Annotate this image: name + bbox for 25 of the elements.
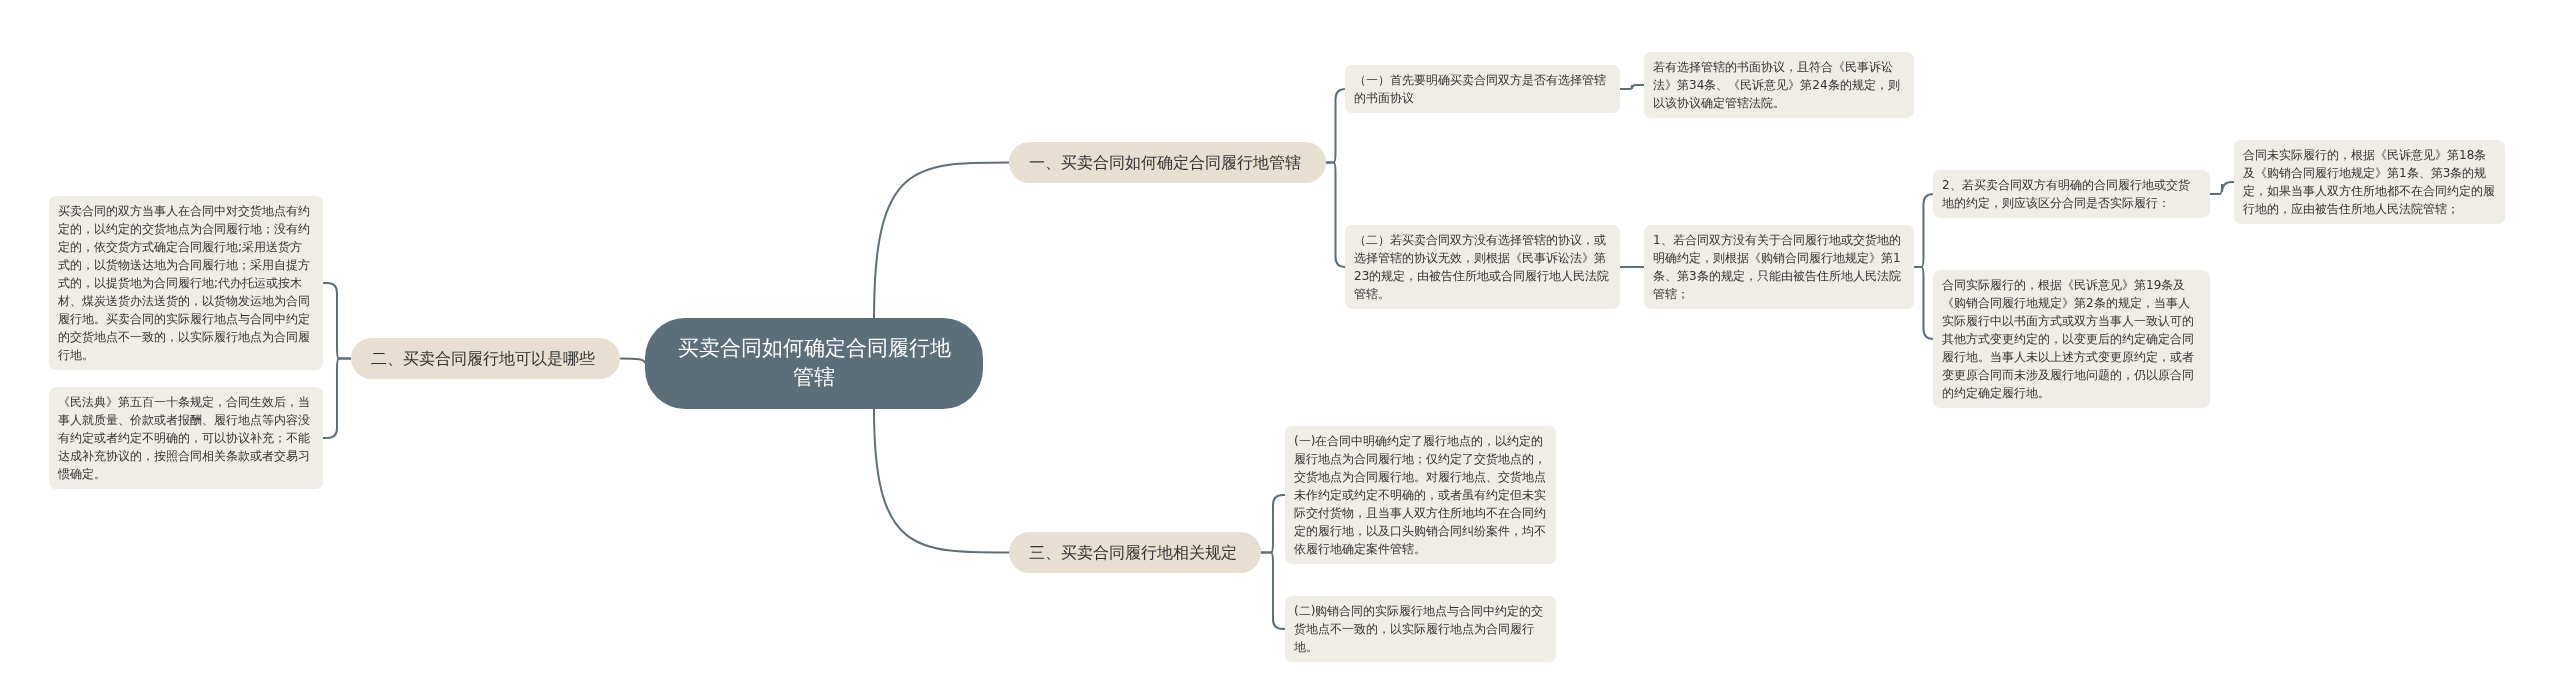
topic-box: 若有选择管辖的书面协议，且符合《民事诉讼法》第34条、《民诉意见》第24条的规定，则以该协议确定管辖法院。	[1644, 52, 1914, 118]
topic-box: 《民法典》第五百一十条规定，合同生效后，当事人就质量、价款或者报酬、履行地点等内容没有约定或者约定不明确的，可以协议补充；不能达成补充协议的，按照合同相关条款或者交易习惯确定。	[49, 387, 323, 489]
topic-box: 买卖合同的双方当事人在合同中对交货地点有约定的，以约定的交货地点为合同履行地；没有约定的，依交货方式确定合同履行地;采用送货方式的，以货物送达地为合同履行地；采用自提方式的，以提货地为合同履行地;代办托运或按木材、煤炭送货办法送货的，以货物发运地为合同履行地。买卖合同的实际履行地点与合同中约定的交货地点不一致的，以实际履行地点为合同履行地。	[49, 196, 323, 370]
topic-box: （二）若买卖合同双方没有选择管辖的协议，或选择管辖的协议无效，则根据《民事诉讼法》第23的规定，由被告住所地或合同履行地人民法院管辖。	[1345, 225, 1620, 309]
connector-line	[1913, 266, 1935, 340]
topic-box: 合同实际履行的，根据《民诉意见》第19条及《购销合同履行地规定》第2条的规定，当事人实际履行中以书面方式或双方当事人一致认可的其他方式变更约定的，以变更后的约定确定合同履行地。当事人未以上述方式变更原约定，或者变更原合同而未涉及履行地问题的，仍以原合同的约定确定履行地。	[1933, 270, 2210, 408]
connector-line	[619, 357, 646, 365]
connector-line	[2209, 181, 2235, 195]
connector-line	[322, 357, 352, 439]
connector-line	[873, 161, 1010, 319]
topic-box: 1、若合同双方没有关于合同履行地或交货地的明确约定，则根据《购销合同履行地规定》第1条、第3条的规定，只能由被告住所地人民法院管辖；	[1644, 225, 1914, 309]
central-topic-box: 买卖合同如何确定合同履行地管辖	[645, 318, 983, 409]
connector-line	[1325, 161, 1347, 268]
branch-topic-box: 二、买卖合同履行地可以是哪些	[351, 338, 620, 380]
topic-box: (一)在合同中明确约定了履行地点的，以约定的履行地点为合同履行地；仅约定了交货地点的，交货地点为合同履行地。对履行地点、交货地点未作约定或约定不明确的，或者虽有约定但未实际交付货物，且当事人双方住所地均不在合同约定的履行地，以及口头购销合同纠纷案件，均不依履行地确定案件管辖。	[1285, 426, 1556, 564]
branch-topic-box: 一、买卖合同如何确定合同履行地管辖	[1009, 142, 1326, 184]
topic-box: 2、若买卖合同双方有明确的合同履行地或交货地的约定，则应该区分合同是否实际履行：	[1933, 170, 2210, 218]
connector-line	[1619, 266, 1645, 268]
connector-line	[873, 407, 1010, 554]
topic-box: 合同未实际履行的，根据《民诉意见》第18条及《购销合同履行地规定》第1条、第3条的规定，如果当事人双方住所地都不在合同约定的履行地的，应由被告住所地人民法院管辖；	[2234, 140, 2505, 224]
topic-box: (二)购销合同的实际履行地点与合同中约定的交货地点不一致的，以实际履行地点为合同履行地。	[1285, 596, 1556, 662]
branch-topic-box: 三、买卖合同履行地相关规定	[1009, 532, 1261, 574]
topic-box: （一）首先要明确买卖合同双方是否有选择管辖的书面协议	[1345, 65, 1620, 113]
connector-line	[1619, 84, 1645, 90]
connector-line	[1260, 551, 1286, 630]
